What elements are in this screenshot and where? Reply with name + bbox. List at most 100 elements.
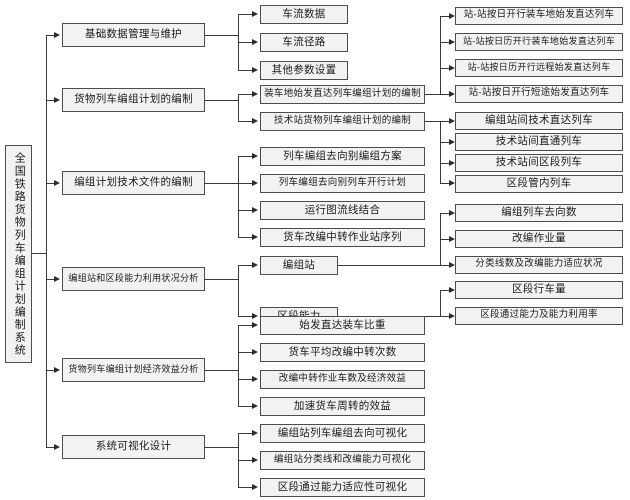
lvl4-node-section-traffic-volume[interactable]: 区段行车量 (455, 281, 623, 299)
lvl4-node-tech-station-through-train[interactable]: 技术站间直通列车 (455, 133, 623, 151)
arrow-lvl2-1 (54, 31, 60, 38)
lvl4-node-station-calendar-long-distance[interactable]: 站-站按日历开行远程始发直达列车 (455, 59, 623, 77)
connector-g4-branch-2 (238, 316, 252, 317)
connector-trunk-to-lvl2-4 (46, 279, 54, 280)
lvl4-node-station-daily-short-distance[interactable]: 站-站按日开行短途始发直达列车 (455, 85, 623, 103)
lvl4-node-classification-track-adaptability[interactable]: 分类线数及改编能力适应状况 (455, 256, 623, 274)
connector-g6-branch-3 (238, 487, 252, 488)
arrow-g5-4 (252, 402, 258, 409)
arrow-g2-2 (252, 117, 258, 124)
lvl2-node-capacity-analysis[interactable]: 编组站和区段能力利用状况分析 (62, 267, 205, 291)
connector-root-out (32, 253, 46, 254)
connector-g4b-bus (440, 290, 441, 316)
lvl3-node-marshalling-yard[interactable]: 编组站 (260, 256, 338, 275)
connector-g2b-bus (440, 121, 441, 183)
lvl3-node-traffic-route[interactable]: 车流径路 (260, 33, 348, 52)
lvl3-node-loading-origin-plan[interactable]: 装车地始发直达列车编组计划的编制 (260, 85, 425, 104)
connector-g5-bus (238, 325, 239, 406)
lvl3-node-other-params[interactable]: 其他参数设置 (260, 61, 348, 80)
lvl2-node-freight-train-plan[interactable]: 货物列车编组计划的编制 (62, 88, 205, 112)
lvl3-node-yard-train-direction-visualization[interactable]: 编组站列车编组去向可视化 (260, 424, 425, 443)
lvl4-node-train-direction-count[interactable]: 编组列车去向数 (455, 204, 623, 222)
arrow-lvl2-3 (54, 179, 60, 186)
arrow-g6-1 (252, 429, 258, 436)
connector-g4-bus (238, 265, 239, 316)
lvl4-node-station-calendar-loading-origin[interactable]: 站-站按日历开行装车地始发直达列车 (455, 33, 623, 51)
arrow-g2b-1 (449, 117, 455, 124)
arrow-g2a-1 (449, 12, 455, 19)
connector-g4a-branch-3 (440, 265, 449, 266)
lvl4-node-reclassification-volume[interactable]: 改编作业量 (455, 230, 623, 248)
connector-g4a-branch-1 (440, 213, 449, 214)
lvl3-node-section-capacity-visualization[interactable]: 区段通过能力适应性可视化 (260, 478, 425, 497)
lvl3-node-average-reclassification-count[interactable]: 货车平均改编中转次数 (260, 343, 425, 362)
lvl2-node-technical-docs[interactable]: 编组计划技术文件的编制 (62, 171, 205, 195)
connector-g3-stem (205, 183, 238, 184)
arrow-g5-2 (252, 348, 258, 355)
connector-g6-branch-2 (238, 460, 252, 461)
lvl2-node-visualization[interactable]: 系统可视化设计 (62, 435, 205, 459)
lvl3-node-traffic-data[interactable]: 车流数据 (260, 5, 348, 24)
connector-trunk-to-lvl2-1 (46, 35, 54, 36)
arrow-g1-3 (252, 66, 258, 73)
arrow-g4b-1 (449, 286, 455, 293)
connector-g3-branch-2 (238, 183, 252, 184)
connector-g4-stem (205, 279, 238, 280)
arrow-g2b-4 (449, 179, 455, 186)
connector-trunk-to-lvl2-2 (46, 100, 54, 101)
connector-g2a-branch-2 (440, 42, 449, 43)
lvl3-node-direction-train-operation-plan[interactable]: 列车编组去向别列车开行计划 (260, 174, 425, 193)
arrow-g2-1 (252, 90, 258, 97)
connector-g1-bus (238, 14, 239, 44)
connector-g2b-branch-2 (440, 142, 449, 143)
arrow-g5-1 (252, 321, 258, 328)
connector-g3-bus (238, 156, 239, 237)
connector-g2b-branch-1 (440, 121, 449, 122)
root-node[interactable]: 全国铁路货物列车编组计划编制系统 (5, 145, 32, 363)
lvl3-node-diagram-flow-combination[interactable]: 运行图流线结合 (260, 201, 425, 220)
connector-g5-branch-1 (238, 325, 252, 326)
arrow-g4b-2 (449, 312, 455, 319)
connector-g5-branch-4 (238, 406, 252, 407)
arrow-g2a-3 (449, 64, 455, 71)
arrow-lvl2-4 (54, 275, 60, 282)
lvl2-node-economic-analysis[interactable]: 货物列车编组计划经济效益分析 (62, 358, 205, 382)
connector-g4-branch-1 (238, 265, 252, 266)
lvl4-node-marshalling-yard-through-train[interactable]: 编组站间技术直达列车 (455, 112, 623, 130)
connector-g6-stem (205, 447, 238, 448)
connector-g4a-branch-2 (440, 239, 449, 240)
lvl4-node-section-local-train[interactable]: 区段管内列车 (455, 175, 623, 193)
lvl2-node-basic-data[interactable]: 基础数据管理与维护 (62, 23, 205, 47)
arrow-g2a-2 (449, 38, 455, 45)
connector-g1-branch-2 (238, 42, 252, 43)
lvl4-node-tech-station-section-train[interactable]: 技术站间区段列车 (455, 154, 623, 172)
lvl4-node-section-capacity-utilization[interactable]: 区段通过能力及能力利用率 (455, 307, 623, 325)
lvl3-node-reclassification-economic-benefit[interactable]: 改编中转作业车数及经济效益 (260, 370, 425, 389)
connector-trunk-to-lvl2-5 (46, 370, 54, 371)
connector-trunk-vertical (46, 35, 47, 447)
arrow-g3-1 (252, 152, 258, 159)
arrow-g1-2 (252, 38, 258, 45)
lvl3-node-wagon-turnaround-benefit[interactable]: 加速货车周转的效益 (260, 397, 425, 416)
lvl3-node-wagon-reclassification-sequence[interactable]: 货车改编中转作业站序列 (260, 228, 425, 247)
arrow-g3-2 (252, 179, 258, 186)
connector-g3-branch-4 (238, 237, 252, 238)
connector-g6-branch-1 (238, 433, 252, 434)
connector-g3-branch-3 (238, 210, 252, 211)
arrow-g4a-2 (449, 235, 455, 242)
arrow-g3-3 (252, 206, 258, 213)
connector-g2-branch-2 (238, 121, 252, 122)
arrow-g4a-1 (449, 209, 455, 216)
lvl4-node-station-daily-loading-origin[interactable]: 站-站按日开行装车地始发直达列车 (455, 7, 623, 25)
lvl3-node-yard-classification-capacity-visualization[interactable]: 编组站分类线和改编能力可视化 (260, 451, 425, 470)
arrow-g6-3 (252, 483, 258, 490)
connector-g2-stem (205, 100, 238, 101)
lvl3-node-origin-direct-loading-ratio[interactable]: 始发直达装车比重 (260, 316, 425, 335)
lvl3-node-tech-station-plan[interactable]: 技术站货物列车编组计划的编制 (260, 112, 425, 131)
connector-trunk-to-lvl2-3 (46, 183, 54, 184)
arrow-g1-1 (252, 10, 258, 17)
lvl3-node-direction-marshalling-scheme[interactable]: 列车编组去向别编组方案 (260, 147, 425, 166)
connector-g4b-branch-2 (440, 316, 449, 317)
connector-g2a-branch-3 (440, 68, 449, 69)
connector-g2b-branch-4 (440, 183, 449, 184)
